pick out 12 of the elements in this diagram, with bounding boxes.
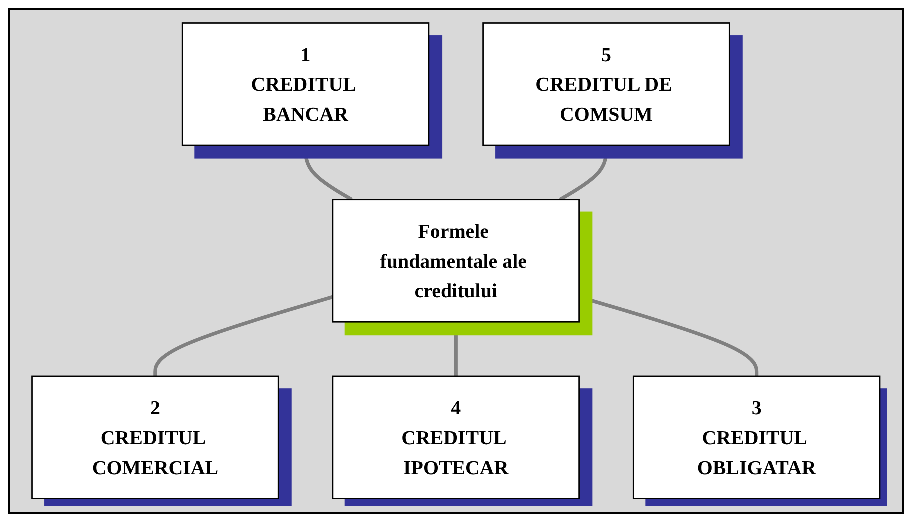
node-box (332, 199, 580, 323)
node-box (332, 376, 580, 500)
connector (578, 295, 758, 376)
connector (304, 146, 353, 202)
connector (559, 146, 608, 202)
diagram-frame: 1 CREDITUL BANCAR 5 CREDITUL DE COMSUM Formele fundamentale ale creditului 2 CREDITUL COMERCIAL 4 CREDITUL IPOTECAR 3 CREDITUL OBLIGATAR (8, 8, 904, 514)
node-box (632, 376, 881, 500)
node-box (482, 22, 730, 146)
connector (154, 295, 334, 376)
node-box (31, 376, 280, 500)
connector (454, 322, 458, 376)
node-box (182, 22, 430, 146)
